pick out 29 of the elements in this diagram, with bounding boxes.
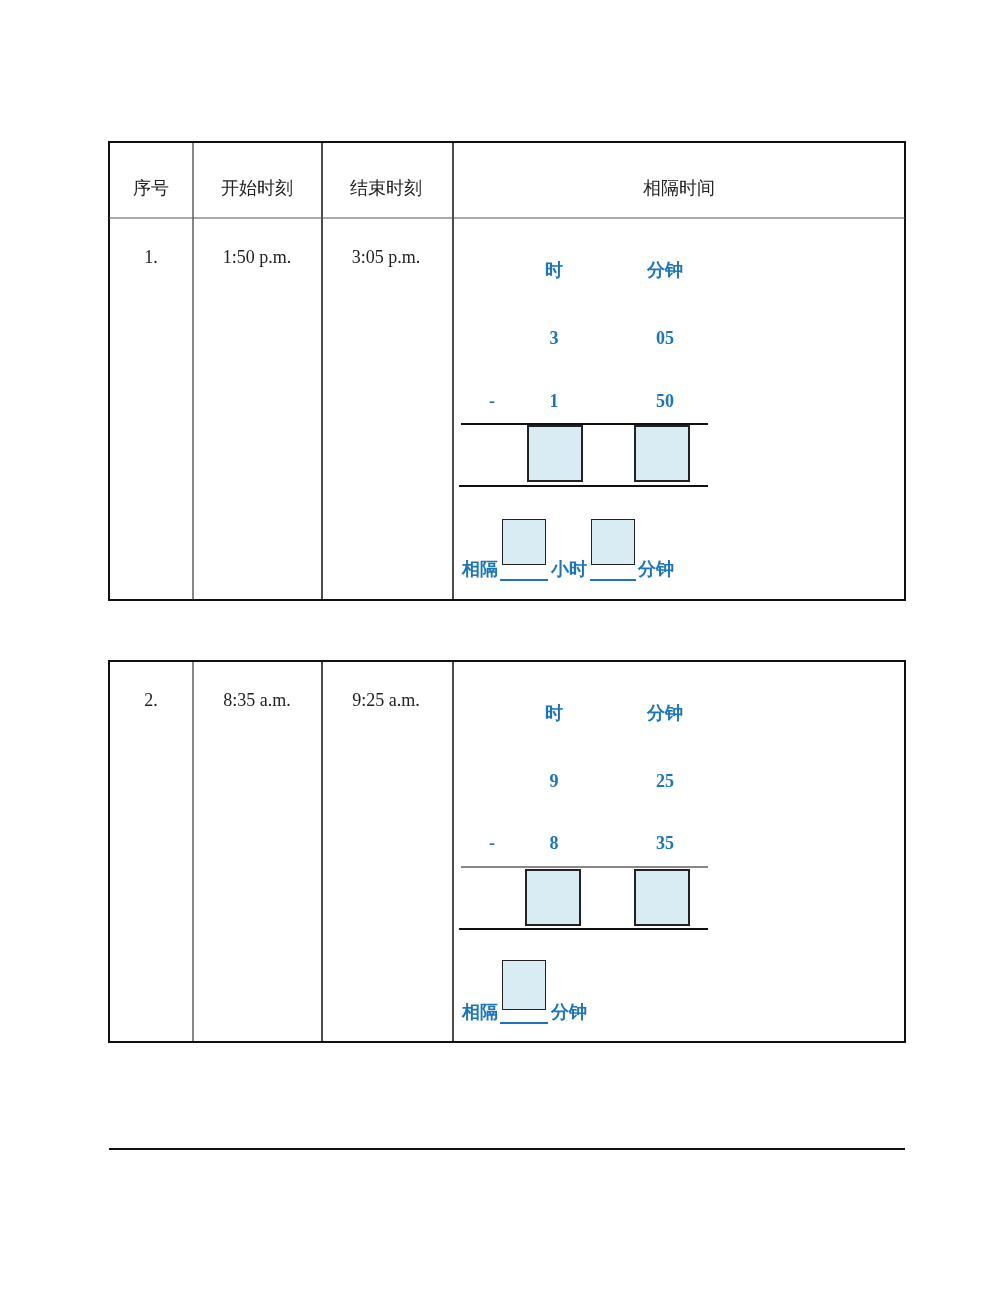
unit-text: 小时 bbox=[551, 560, 587, 578]
column-header: 序号 bbox=[133, 179, 169, 197]
prompt-text: 相隔 bbox=[462, 1003, 498, 1021]
column-header: 结束时刻 bbox=[350, 179, 422, 197]
column-label: 时 bbox=[545, 261, 563, 279]
column-label: 分钟 bbox=[647, 261, 683, 279]
cell-text: 9:25 a.m. bbox=[352, 691, 420, 709]
digit: 1 bbox=[549, 392, 559, 410]
cell-text: 2. bbox=[144, 691, 158, 709]
digit: 25 bbox=[656, 772, 674, 790]
column-header: 开始时刻 bbox=[221, 179, 293, 197]
digit: 3 bbox=[549, 329, 559, 347]
digit: 9 bbox=[549, 772, 559, 790]
unit-text: 分钟 bbox=[638, 560, 674, 578]
digit: 8 bbox=[549, 834, 559, 852]
minus-sign: - bbox=[489, 392, 495, 410]
cell-text: 1. bbox=[144, 248, 158, 266]
digit: 35 bbox=[656, 834, 674, 852]
column-label: 分钟 bbox=[647, 704, 683, 722]
cell-text: 3:05 p.m. bbox=[351, 248, 421, 266]
digit: 50 bbox=[656, 392, 674, 410]
column-header: 相隔时间 bbox=[643, 179, 715, 197]
prompt-text: 相隔 bbox=[462, 560, 498, 578]
column-label: 时 bbox=[545, 704, 563, 722]
cell-text: 8:35 a.m. bbox=[223, 691, 291, 709]
unit-text: 分钟 bbox=[551, 1003, 587, 1021]
minus-sign: - bbox=[489, 834, 495, 852]
digit: 05 bbox=[656, 329, 674, 347]
cell-text: 1:50 p.m. bbox=[222, 248, 292, 266]
